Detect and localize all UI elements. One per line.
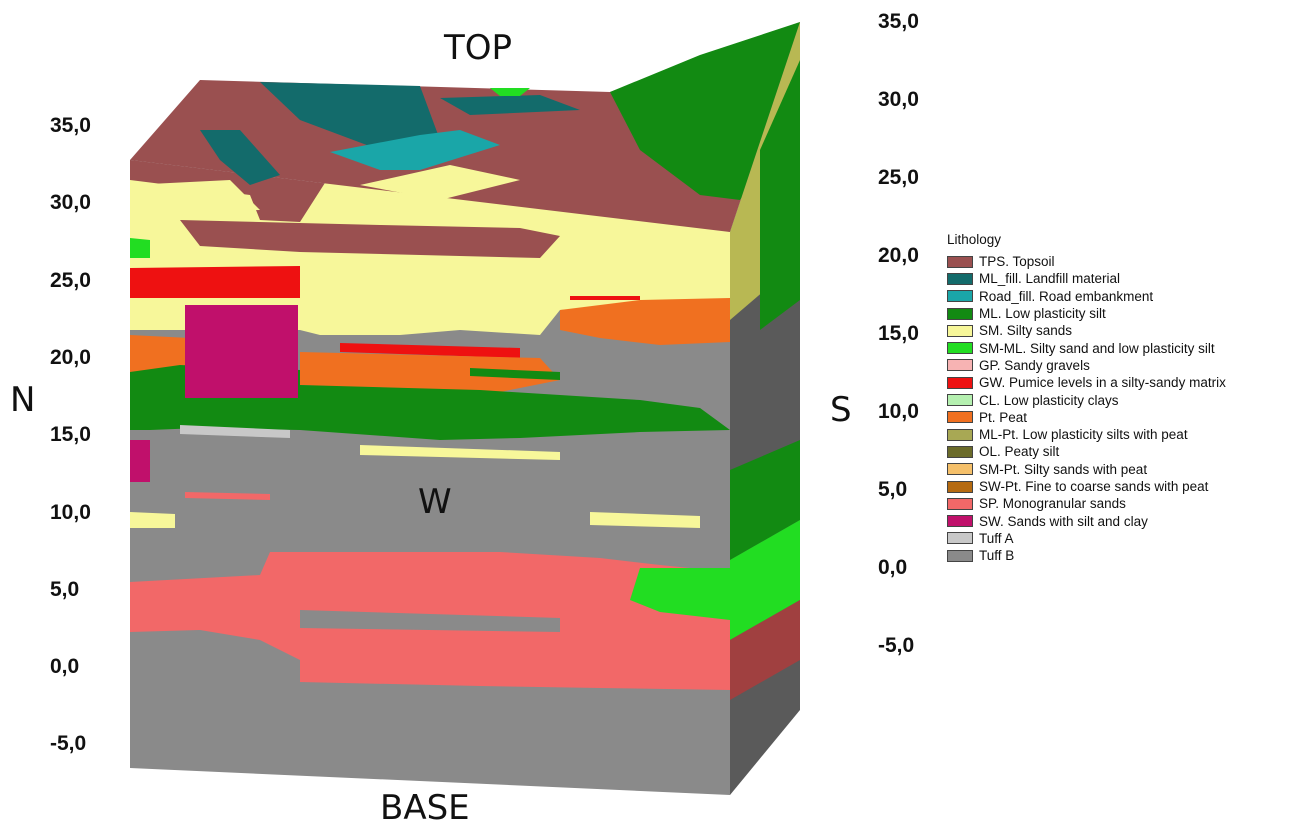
left-axis-tick: 5,0: [50, 577, 80, 601]
legend-swatch: [947, 463, 973, 476]
legend-item: GP. Sandy gravels: [947, 357, 1226, 374]
left-axis-tick: -5,0: [50, 732, 87, 756]
legend-swatch: [947, 255, 973, 268]
legend-swatch: [947, 480, 973, 493]
legend-swatch: [947, 376, 973, 389]
legend-label: SW. Sands with silt and clay: [979, 513, 1148, 529]
right-axis-tick: 0,0: [878, 556, 908, 579]
legend-item: Road_fill. Road embankment: [947, 288, 1226, 305]
legend-item: Tuff A: [947, 530, 1226, 547]
legend-item: ML-Pt. Low plasticity silts with peat: [947, 426, 1226, 443]
legend-swatch: [947, 428, 973, 441]
right-axis-tick: 30,0: [878, 88, 919, 111]
legend-swatch: [947, 515, 973, 528]
left-axis-tick: 20,0: [50, 345, 91, 369]
legend-item: ML_fill. Landfill material: [947, 270, 1226, 287]
legend-label: GP. Sandy gravels: [979, 357, 1090, 373]
legend-swatch: [947, 532, 973, 545]
legend-label: SM-Pt. Silty sands with peat: [979, 461, 1148, 477]
legend-item: Pt. Peat: [947, 409, 1226, 426]
legend-swatch: [947, 324, 973, 337]
right-axis-tick: 5,0: [878, 478, 908, 501]
top-label: TOP: [444, 28, 513, 68]
legend-swatch: [947, 394, 973, 407]
legend-item: Tuff B: [947, 547, 1226, 564]
legend-label: ML_fill. Landfill material: [979, 271, 1121, 287]
legend-swatch: [947, 342, 973, 355]
legend-item: SM-Pt. Silty sands with peat: [947, 461, 1226, 478]
legend-item: SW-Pt. Fine to coarse sands with peat: [947, 478, 1226, 495]
legend-label: CL. Low plasticity clays: [979, 392, 1119, 408]
top-face: [130, 22, 800, 232]
legend-label: SM-ML. Silty sand and low plasticity sil…: [979, 340, 1215, 356]
right-axis-tick: 25,0: [878, 166, 919, 189]
legend-label: OL. Peaty silt: [979, 444, 1060, 460]
legend-swatch: [947, 549, 973, 562]
right-axis-tick: 10,0: [878, 400, 919, 423]
right-axis-tick: 20,0: [878, 244, 919, 267]
side-face: [730, 22, 800, 795]
legend-item: SW. Sands with silt and clay: [947, 512, 1226, 529]
legend-swatch: [947, 359, 973, 372]
right-axis-tick: 35,0: [878, 10, 919, 33]
legend-title: Lithology: [947, 232, 1002, 247]
legend-swatch: [947, 445, 973, 458]
left-axis-tick: 30,0: [50, 191, 91, 215]
legend-label: SM. Silty sands: [979, 323, 1073, 339]
legend-item: ML. Low plasticity silt: [947, 305, 1226, 322]
legend-item: OL. Peaty silt: [947, 443, 1226, 460]
north-label: N: [10, 380, 36, 420]
legend-item: SP. Monogranular sands: [947, 495, 1226, 512]
base-label: BASE: [380, 788, 470, 828]
west-label: W: [418, 482, 452, 522]
legend-item: CL. Low plasticity clays: [947, 391, 1226, 408]
legend-label: SP. Monogranular sands: [979, 496, 1126, 512]
south-label: S: [830, 390, 852, 430]
legend-label: SW-Pt. Fine to coarse sands with peat: [979, 479, 1209, 494]
right-axis-tick: 15,0: [878, 322, 919, 345]
left-axis-tick: 35,0: [50, 114, 91, 137]
legend-swatch: [947, 497, 973, 510]
legend-label: ML-Pt. Low plasticity silts with peat: [979, 427, 1188, 443]
legend-label: ML. Low plasticity silt: [979, 306, 1106, 322]
legend-item: SM-ML. Silty sand and low plasticity sil…: [947, 339, 1226, 356]
legend-item: GW. Pumice levels in a silty-sandy matri…: [947, 374, 1226, 391]
legend-label: Pt. Peat: [979, 409, 1028, 425]
legend-label: Road_fill. Road embankment: [979, 288, 1154, 304]
legend-swatch: [947, 290, 973, 303]
front-face: [130, 160, 730, 795]
legend-swatch: [947, 411, 973, 424]
legend-label: TPS. Topsoil: [979, 254, 1055, 270]
legend-label: GW. Pumice levels in a silty-sandy matri…: [979, 375, 1226, 391]
left-axis-tick: 25,0: [50, 268, 91, 292]
legend-item: TPS. Topsoil: [947, 253, 1226, 270]
legend-swatch: [947, 307, 973, 320]
legend-label: Tuff A: [979, 530, 1014, 546]
legend-label: Tuff B: [979, 548, 1015, 564]
legend-swatch: [947, 272, 973, 285]
left-axis-tick: 15,0: [50, 423, 91, 447]
left-axis-tick: 0,0: [50, 655, 80, 679]
legend-item: SM. Silty sands: [947, 322, 1226, 339]
right-axis-tick: -5,0: [878, 634, 915, 657]
left-axis-tick: 10,0: [50, 500, 91, 524]
